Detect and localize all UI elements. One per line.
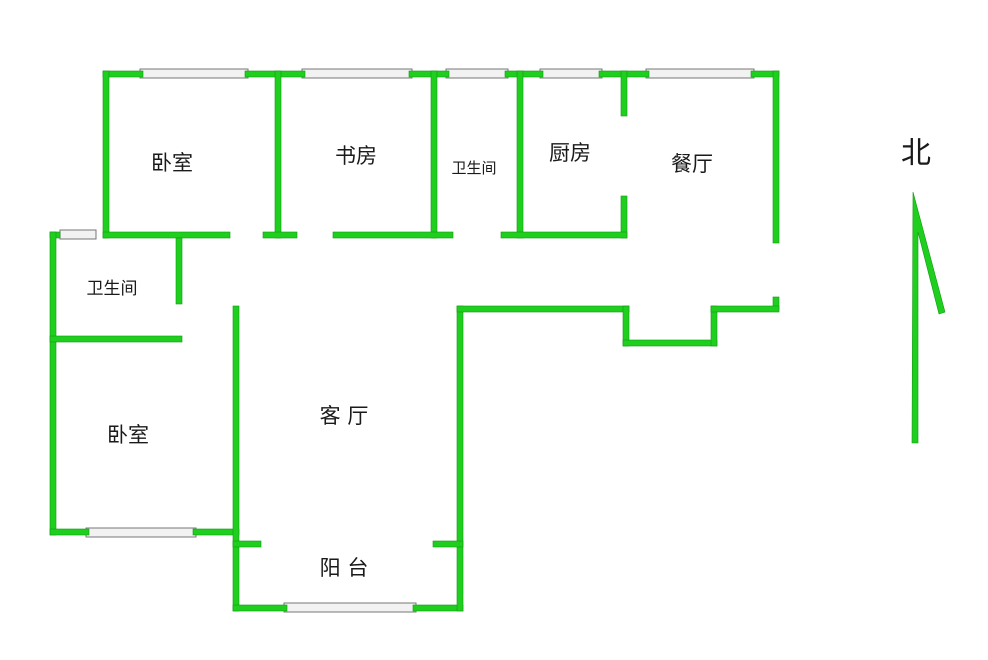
window-dining	[645, 68, 755, 79]
label-dining: 餐厅	[671, 152, 713, 176]
label-bedroom-1: 卧室	[151, 151, 193, 175]
window-bedroom-2	[85, 527, 197, 538]
room-labels: 卧室 书房 卫生间 厨房 餐厅 卫生间 卧室 客 厅 阳 台	[87, 141, 714, 580]
label-balcony: 阳 台	[320, 556, 369, 580]
walls	[49, 70, 780, 612]
window-bedroom-1	[139, 68, 249, 79]
north-arrow-icon	[911, 191, 946, 444]
label-kitchen: 厨房	[549, 141, 591, 165]
north-label: 北	[901, 136, 931, 171]
window-bathroom-2	[59, 229, 97, 240]
window-balcony	[283, 602, 417, 613]
window-study	[301, 68, 413, 79]
label-living: 客 厅	[320, 404, 369, 428]
label-study: 书房	[335, 144, 377, 168]
window-kitchen	[539, 68, 603, 79]
compass: 北	[901, 136, 946, 444]
label-bathroom-1: 卫生间	[451, 159, 496, 177]
label-bedroom-2: 卧室	[107, 423, 149, 447]
window-bathroom-1	[445, 68, 509, 79]
label-bathroom-2: 卫生间	[87, 279, 138, 299]
